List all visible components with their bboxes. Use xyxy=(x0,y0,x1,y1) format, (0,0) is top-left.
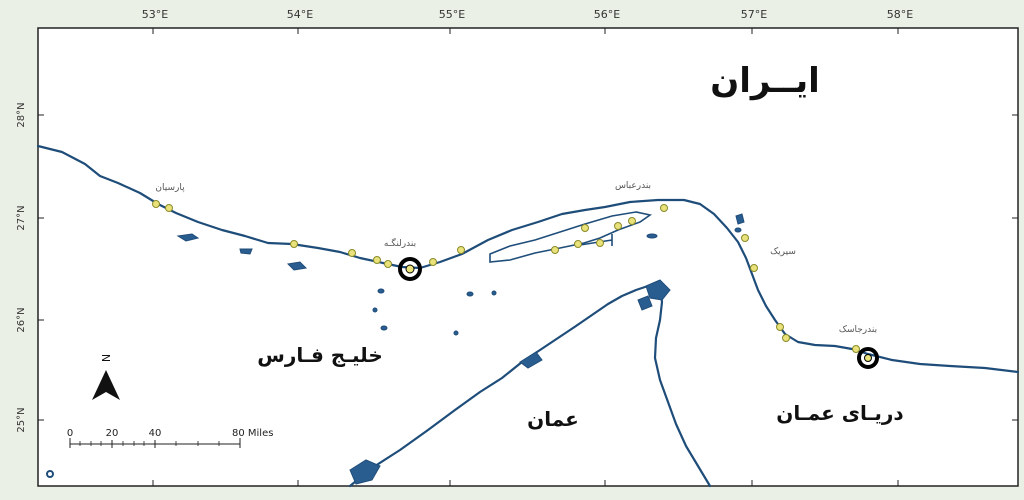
svg-text:N: N xyxy=(99,354,112,362)
north-arrow-icon: N xyxy=(92,354,120,400)
place-label: پارسیان xyxy=(155,183,185,193)
highlight-marker-lengeh xyxy=(398,257,422,281)
sea-label: دریـای عمـان xyxy=(776,401,903,425)
place-label: سیریک xyxy=(770,247,796,257)
place-label: بندرجاسک xyxy=(839,325,877,335)
iran-coastline xyxy=(36,144,1020,374)
longitude-label: 53°E xyxy=(142,8,168,21)
oman-coastline-west xyxy=(348,284,662,488)
scale-tick: 20 xyxy=(106,428,119,439)
gulf-label: خلیـج فـارس xyxy=(257,343,383,367)
latitude-label: 25°N xyxy=(16,407,27,432)
country-label: ایــران xyxy=(710,61,820,101)
qeshm-island xyxy=(489,211,652,263)
scale-tick: 0 xyxy=(67,428,73,439)
gulf-islands xyxy=(176,213,745,336)
place-label: بندرعباس xyxy=(615,181,651,191)
map-frame xyxy=(37,27,1019,487)
oman-coastline-east xyxy=(653,284,712,488)
longitude-label: 57°E xyxy=(741,8,767,21)
latitude-ticks xyxy=(38,114,1018,421)
longitude-label: 54°E xyxy=(287,8,313,21)
latitude-label: 28°N xyxy=(16,102,27,127)
longitude-label: 58°E xyxy=(887,8,913,21)
scale-tick: 80 Miles xyxy=(232,428,273,439)
longitude-ticks xyxy=(152,28,899,486)
hormuz-strait-line xyxy=(579,234,613,246)
scale-tick: 40 xyxy=(149,428,162,439)
longitude-label: 55°E xyxy=(439,8,465,21)
latitude-label: 26°N xyxy=(16,307,27,332)
corner-marker-icon xyxy=(46,470,54,478)
longitude-label: 56°E xyxy=(594,8,620,21)
scale-bar: 0 20 40 80 Miles xyxy=(67,428,273,448)
latitude-label: 27°N xyxy=(16,205,27,230)
highlight-marker-jask xyxy=(857,347,879,369)
place-label: بندرلنگـه xyxy=(384,237,416,249)
station-points xyxy=(152,200,860,353)
musandam-fragments xyxy=(349,279,671,485)
oman-label: عمان xyxy=(527,407,579,431)
